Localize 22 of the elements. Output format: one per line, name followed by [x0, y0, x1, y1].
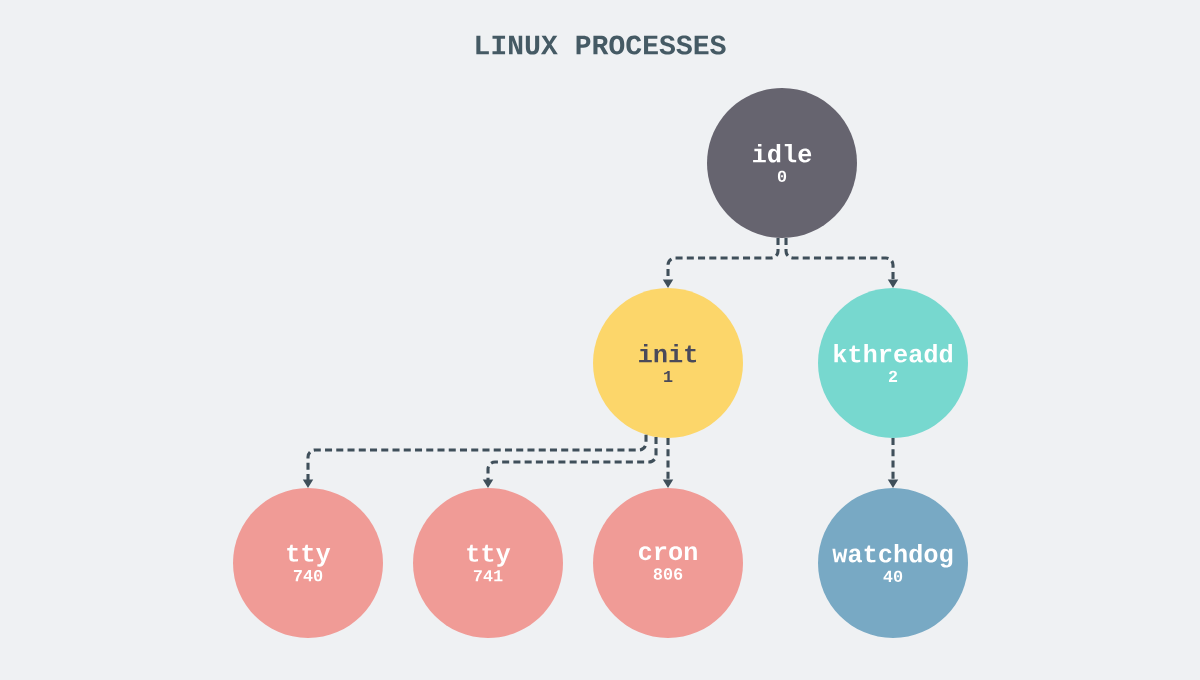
- process-circle: [233, 488, 383, 638]
- process-id: 741: [473, 570, 503, 582]
- process-circle: [707, 88, 857, 238]
- process-circle: [593, 288, 743, 438]
- process-id: 40: [883, 570, 903, 583]
- process-id: 0: [777, 170, 787, 183]
- process-id: 1: [664, 370, 673, 382]
- process-id: 806: [653, 568, 683, 580]
- process-name: tty: [287, 544, 331, 567]
- process-name: init: [639, 344, 696, 363]
- process-circle: [818, 488, 968, 638]
- process-name: kthreadd: [834, 344, 952, 363]
- process-circle: [413, 488, 563, 638]
- process-id: 740: [293, 569, 323, 582]
- process-name: idle: [753, 143, 812, 163]
- process-circle: [593, 488, 743, 638]
- process-name: tty: [467, 544, 511, 567]
- process-name: cron: [639, 546, 697, 561]
- process-id: 2: [888, 370, 898, 382]
- title: LINUX PROCESSES: [476, 35, 726, 55]
- process-name: watchdog: [832, 543, 953, 568]
- process-circle: [818, 288, 968, 438]
